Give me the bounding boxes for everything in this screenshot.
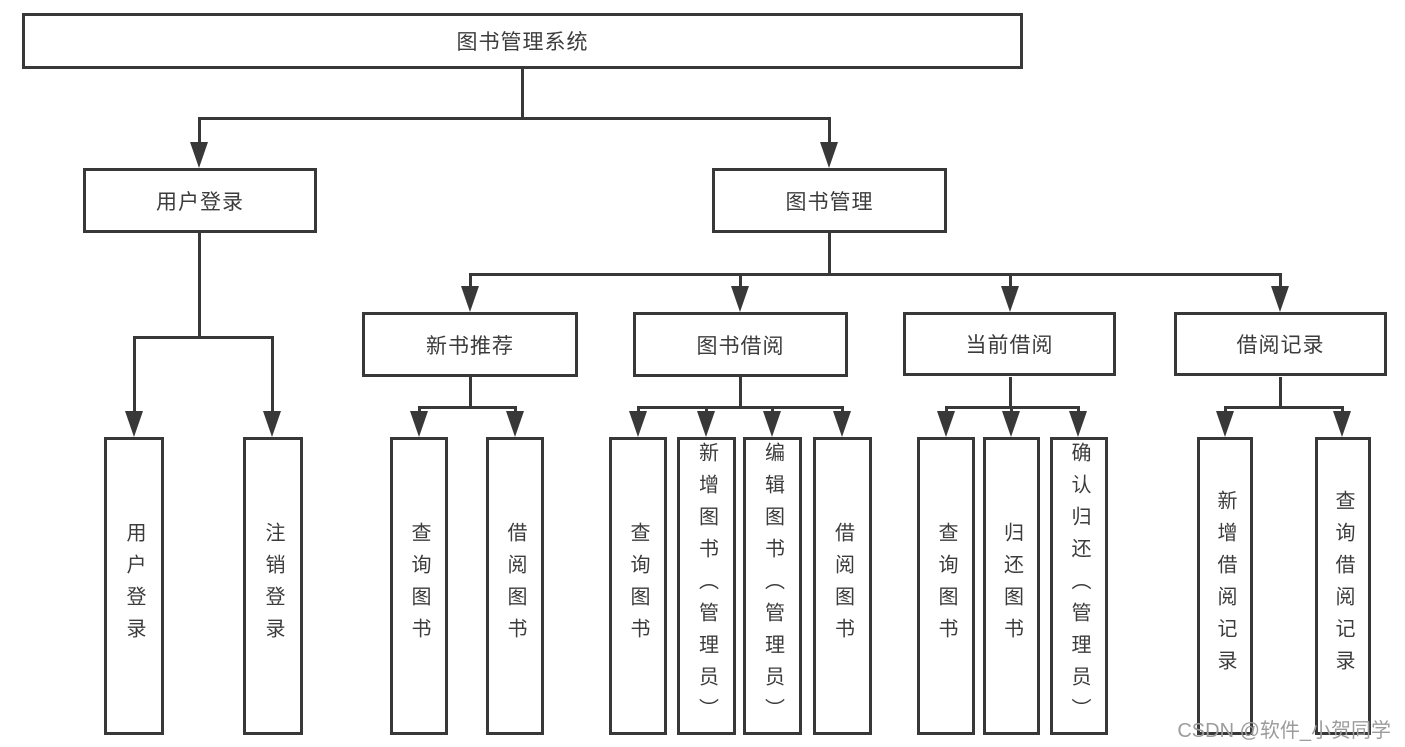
node-library-system: 图书管理系统 [22, 13, 1023, 69]
csdn-watermark: CSDN @软件_小贺同学 [1177, 720, 1391, 742]
connector-arrow-line [1077, 406, 1080, 411]
arrowhead-down-icon [125, 411, 143, 437]
arrowhead-down-icon [731, 286, 749, 312]
arrowhead-down-icon [410, 411, 428, 437]
leaf-logout: 注销登录 [243, 437, 303, 735]
node-label: 查询借阅记录 [1332, 490, 1354, 682]
node-label: 图书管理 [785, 190, 874, 214]
arrowhead-down-icon [1271, 286, 1289, 312]
connector-arrow-line [1279, 273, 1282, 286]
arrowhead-down-icon [833, 411, 851, 437]
node-label: 用户登录 [123, 522, 145, 650]
leaf-add-book-admin: 新增图书（管理员） [677, 437, 736, 735]
connector-bar-level3 [469, 273, 1282, 276]
node-label: 新书推荐 [426, 334, 514, 358]
arrowhead-down-icon [937, 411, 955, 437]
connector-arrow-line [637, 406, 640, 411]
leaf-user-login: 用户登录 [104, 437, 164, 735]
connector-arrow-line [1341, 406, 1344, 411]
node-label: 确认归还（管理员） [1068, 442, 1090, 730]
arrowhead-down-icon [1216, 411, 1234, 437]
connector-arrow-line [1224, 406, 1227, 411]
connector-bar-borrowing-records-children [1224, 406, 1344, 409]
node-label: 查询图书 [935, 522, 957, 650]
connector-arrow-line [469, 273, 472, 286]
node-label: 编辑图书（管理员） [761, 442, 784, 730]
leaf-query-books-recommend: 查询图书 [390, 437, 448, 735]
connector-arrow-line [828, 117, 831, 142]
arrowhead-down-icon [820, 142, 838, 168]
arrowhead-down-icon [506, 411, 524, 437]
node-current-borrowing: 当前借阅 [903, 312, 1116, 376]
connector-arrow-line [1009, 273, 1012, 286]
leaf-borrow-books-recommend: 借阅图书 [486, 437, 544, 735]
arrowhead-down-icon [190, 142, 208, 168]
leaf-edit-book-admin: 编辑图书（管理员） [743, 437, 802, 735]
connector-arrow-line [945, 406, 948, 411]
leaf-query-borrow-record: 查询借阅记录 [1315, 437, 1371, 735]
connector-arrow-line [514, 406, 517, 411]
connector-arrow-line [198, 117, 201, 142]
arrowhead-down-icon [1069, 411, 1087, 437]
node-label: 查询图书 [627, 522, 649, 650]
leaf-return-book: 归还图书 [983, 437, 1040, 735]
node-user-login: 用户登录 [83, 168, 317, 233]
leaf-query-books-current: 查询图书 [917, 437, 975, 735]
arrowhead-down-icon [1333, 411, 1351, 437]
node-label: 图书借阅 [696, 334, 785, 358]
node-label: 用户登录 [156, 190, 244, 214]
node-book-management: 图书管理 [712, 168, 947, 233]
node-label: 借阅图书 [831, 522, 854, 650]
arrowhead-down-icon [1001, 286, 1019, 312]
connector-arrow-line [1010, 406, 1013, 411]
connector-arrow-line [418, 406, 421, 411]
node-label: 新增图书（管理员） [695, 442, 718, 730]
node-book-borrowing: 图书借阅 [633, 312, 848, 377]
connector-stem-book-borrowing [739, 377, 742, 406]
leaf-confirm-return-admin: 确认归还（管理员） [1050, 437, 1108, 735]
arrowhead-down-icon [629, 411, 647, 437]
arrowhead-down-icon [1002, 411, 1020, 437]
node-label: 归还图书 [1000, 522, 1023, 650]
connector-arrow-line [739, 273, 742, 286]
node-new-book-recommend: 新书推荐 [362, 312, 578, 377]
connector-bar-new-book-children [418, 406, 517, 409]
connector-arrow-line [841, 406, 844, 411]
connector-bar-level2 [198, 117, 831, 120]
connector-arrow-line [271, 336, 274, 411]
connector-bar-user-login-children [133, 336, 274, 339]
arrowhead-down-icon [763, 411, 781, 437]
connector-stem-current-borrowing [1009, 377, 1012, 406]
node-label: 图书管理系统 [456, 31, 589, 54]
connector-stem-root [521, 69, 524, 117]
connector-bar-book-borrowing-children [637, 406, 844, 409]
node-borrowing-records: 借阅记录 [1174, 312, 1387, 376]
connector-stem-borrowing-records [1279, 377, 1282, 406]
connector-stem-user-login [198, 233, 201, 336]
connector-stem-new-book [469, 377, 472, 406]
node-label: 借阅图书 [504, 522, 526, 650]
node-label: 注销登录 [262, 522, 284, 650]
leaf-borrow-books-borrowing: 借阅图书 [813, 437, 872, 735]
connector-stem-book-management [828, 233, 831, 273]
node-label: 借阅记录 [1236, 334, 1325, 357]
leaf-add-borrow-record: 新增借阅记录 [1197, 437, 1253, 735]
arrowhead-down-icon [697, 411, 715, 437]
connector-arrow-line [705, 406, 708, 411]
connector-arrow-line [133, 336, 136, 411]
arrowhead-down-icon [263, 411, 281, 437]
connector-arrow-line [771, 406, 774, 411]
node-label: 新增借阅记录 [1214, 490, 1236, 682]
node-label: 当前借阅 [965, 334, 1054, 357]
leaf-query-books-borrowing: 查询图书 [609, 437, 667, 735]
arrowhead-down-icon [461, 286, 479, 312]
node-label: 查询图书 [408, 522, 430, 650]
